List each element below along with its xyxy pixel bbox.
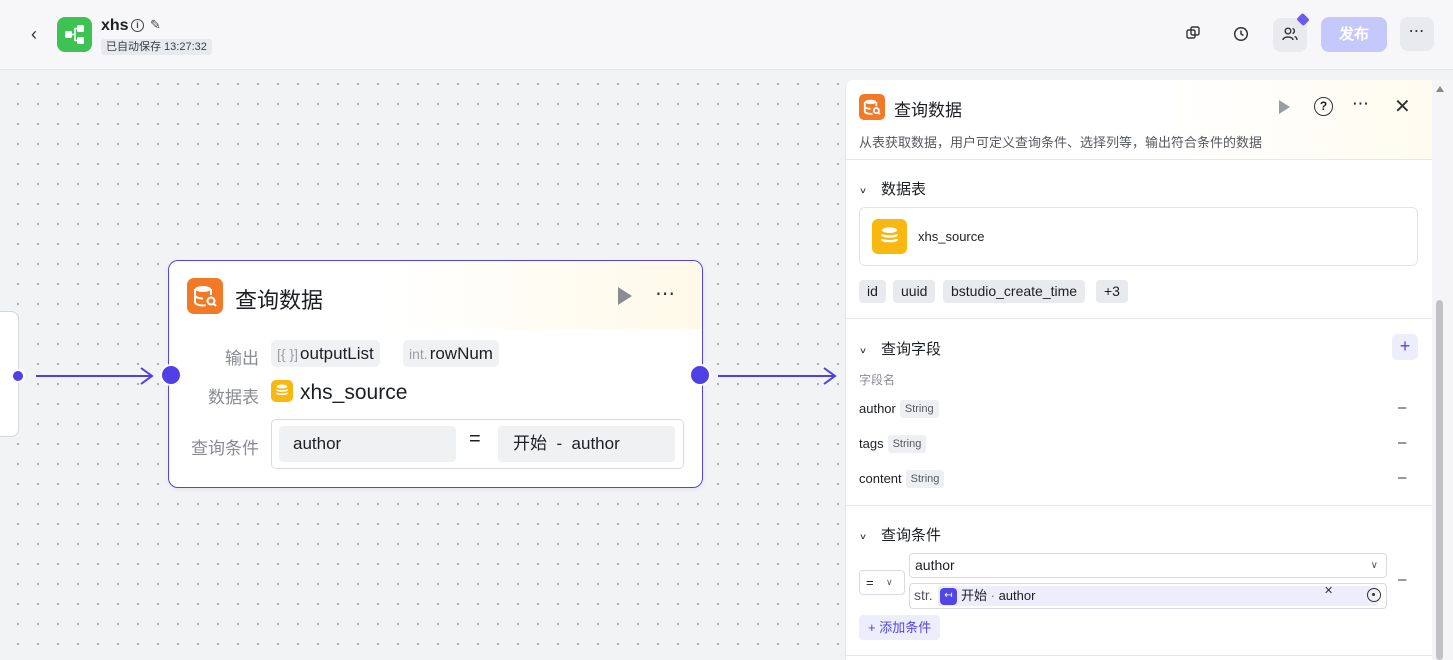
start-node-icon: ↤ bbox=[940, 588, 957, 605]
output-tag-rownum: int.rowNum bbox=[403, 340, 499, 367]
database-icon bbox=[872, 219, 907, 254]
edge-arrow-icon bbox=[823, 367, 837, 385]
panel-header: 查询数据 ? ⋯ ✕ 从表获取数据，用户可定义查询条件、选择列等，输出符合条件的… bbox=[846, 80, 1432, 160]
table-label: 数据表 bbox=[208, 388, 259, 407]
panel-scrollbar[interactable] bbox=[1432, 80, 1453, 660]
edge-query-to-next[interactable] bbox=[718, 375, 834, 377]
app-name: xhs bbox=[101, 17, 129, 34]
remove-field-button[interactable]: – bbox=[1398, 469, 1407, 486]
copy-icon[interactable] bbox=[1184, 26, 1202, 44]
node-condition-row: author = 开始 - author bbox=[271, 419, 684, 469]
table-card[interactable]: xhs_source bbox=[859, 207, 1418, 266]
premium-badge-icon bbox=[1296, 12, 1310, 27]
database-icon bbox=[271, 380, 293, 402]
scrollbar-thumb[interactable] bbox=[1436, 300, 1443, 660]
query-database-icon bbox=[859, 94, 885, 120]
node-table-name: xhs_source bbox=[300, 381, 408, 404]
chevron-down-icon: ∨ bbox=[886, 577, 893, 587]
node-header: 查询数据 ⋯ bbox=[169, 261, 702, 329]
chevron-down-icon: ∨ bbox=[1370, 560, 1378, 571]
panel-run-icon[interactable] bbox=[1279, 100, 1290, 114]
workflow-canvas[interactable]: 查询数据 ⋯ 输出 [{ }]outputList int.rowNum 数据表… bbox=[0, 70, 845, 660]
condition-operator-select[interactable]: =∨ bbox=[859, 570, 905, 595]
save-status: 已自动保存 13:27:32 bbox=[101, 39, 212, 55]
column-chip: id bbox=[859, 280, 886, 303]
chevron-down-icon: ∨ bbox=[859, 186, 868, 196]
variable-select-icon[interactable] bbox=[1367, 588, 1381, 602]
edge-arrow-icon bbox=[140, 367, 154, 385]
section-divider bbox=[846, 655, 1432, 656]
node-run-icon[interactable] bbox=[618, 287, 632, 305]
node-config-panel: 查询数据 ? ⋯ ✕ 从表获取数据，用户可定义查询条件、选择列等，输出符合条件的… bbox=[845, 80, 1432, 660]
output-tag-outputlist: [{ }]outputList bbox=[271, 340, 380, 367]
node-title: 查询数据 bbox=[235, 288, 324, 313]
chevron-down-icon: ∨ bbox=[859, 532, 868, 542]
section-divider bbox=[846, 505, 1432, 506]
node-condition-field: author bbox=[279, 426, 456, 462]
history-icon[interactable] bbox=[1232, 26, 1250, 44]
panel-more-icon[interactable]: ⋯ bbox=[1352, 94, 1371, 113]
more-icon[interactable]: ⋯ bbox=[1400, 17, 1434, 51]
remove-field-button[interactable]: – bbox=[1398, 434, 1407, 451]
fields-section-header[interactable]: ∨查询字段 bbox=[859, 341, 942, 358]
start-node-output-port[interactable] bbox=[11, 369, 25, 383]
clear-value-icon[interactable]: ✕ bbox=[1324, 585, 1334, 597]
query-data-node[interactable]: 查询数据 ⋯ 输出 [{ }]outputList int.rowNum 数据表… bbox=[168, 260, 703, 488]
node-condition-operator: = bbox=[469, 428, 481, 450]
query-node-input-port[interactable] bbox=[160, 364, 182, 386]
conditions-section-header[interactable]: ∨查询条件 bbox=[859, 527, 942, 544]
query-database-icon bbox=[187, 278, 223, 314]
edge-start-to-query[interactable] bbox=[36, 375, 152, 377]
column-chip: uuid bbox=[893, 280, 936, 303]
output-label: 输出 bbox=[225, 349, 259, 368]
close-icon[interactable]: ✕ bbox=[1394, 96, 1411, 118]
add-condition-button[interactable]: + 添加条件 bbox=[859, 615, 941, 640]
collaborators-button[interactable] bbox=[1273, 12, 1310, 52]
add-field-button[interactable]: + bbox=[1392, 334, 1418, 360]
panel-title: 查询数据 bbox=[894, 101, 962, 120]
app-logo-icon bbox=[57, 17, 92, 52]
field-name-header: 字段名 bbox=[859, 373, 896, 387]
value-type-prefix: str. bbox=[914, 587, 933, 603]
condition-field-select[interactable]: author∨ bbox=[909, 553, 1387, 578]
table-card-name: xhs_source bbox=[918, 229, 985, 244]
edit-icon[interactable]: ✎ bbox=[150, 17, 161, 32]
remove-field-button[interactable]: – bbox=[1398, 399, 1407, 416]
column-chip: bstudio_create_time bbox=[943, 280, 1086, 303]
help-icon[interactable]: ? bbox=[1314, 97, 1333, 116]
collaborators-icon bbox=[1282, 26, 1298, 45]
panel-description: 从表获取数据，用户可定义查询条件、选择列等，输出符合条件的数据 bbox=[859, 135, 1263, 150]
table-section-header[interactable]: ∨数据表 bbox=[859, 181, 927, 198]
info-icon[interactable]: i bbox=[131, 19, 144, 32]
node-more-icon[interactable]: ⋯ bbox=[655, 283, 677, 305]
more-columns-chip[interactable]: +3 bbox=[1096, 280, 1128, 303]
back-icon[interactable]: ‹ bbox=[31, 24, 37, 44]
scroll-up-icon[interactable] bbox=[1436, 86, 1444, 92]
variable-reference-tag: ↤ 开始 · author bbox=[938, 586, 1378, 606]
condition-label: 查询条件 bbox=[191, 439, 259, 458]
top-bar: ‹ xhs i ✎ 已自动保存 13:27:32 发布 ⋯ bbox=[0, 0, 1453, 70]
remove-condition-button[interactable]: – bbox=[1398, 571, 1407, 588]
node-condition-value: 开始 - author bbox=[498, 426, 675, 462]
condition-value-input[interactable]: str. ↤ 开始 · author ✕ bbox=[909, 583, 1387, 609]
query-node-output-port[interactable] bbox=[689, 364, 711, 386]
section-divider bbox=[846, 318, 1432, 319]
chevron-down-icon: ∨ bbox=[859, 346, 868, 356]
publish-button[interactable]: 发布 bbox=[1321, 17, 1387, 52]
